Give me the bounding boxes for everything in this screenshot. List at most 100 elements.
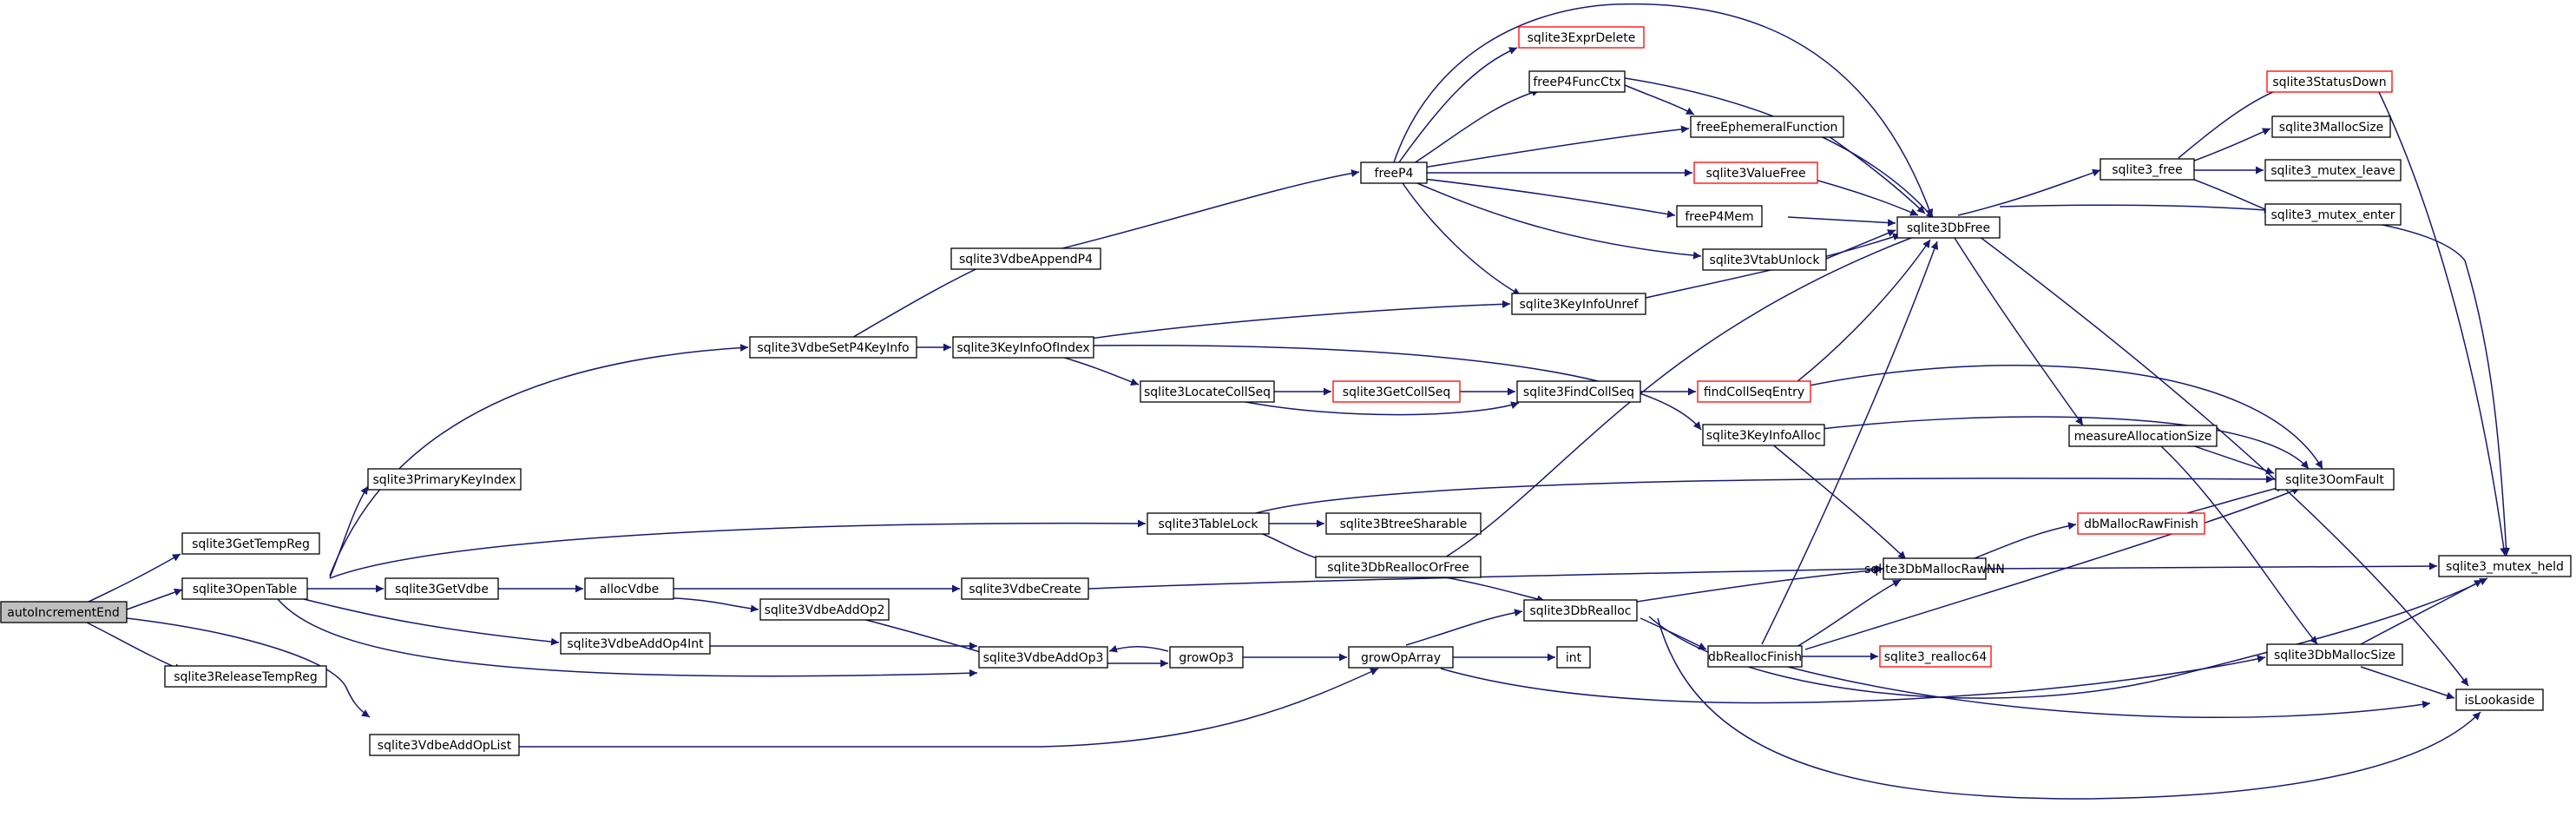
edge-findcollseqentry-oomfault: [1804, 364, 2323, 470]
svg-text:growOpArray: growOpArray: [1361, 651, 1441, 665]
svg-text:sqlite3DbReallocOrFree: sqlite3DbReallocOrFree: [1327, 561, 1469, 575]
edge-keyinfoalloc-dbmallocrawnn: [1770, 442, 1907, 560]
edge-autoincrementend-opentable: [126, 588, 183, 610]
node-sqlite3keyinfoalloc[interactable]: sqlite3KeyInfoAlloc: [1702, 424, 1825, 446]
edge-keyinfoofindex-locatecollseq: [1058, 355, 1140, 386]
svg-text:sqlite3DbMallocSize: sqlite3DbMallocSize: [2274, 649, 2395, 662]
edge-freep4mem-dbfree: [1787, 216, 1896, 227]
edge-keyinfoofindex-keyinfoalloc: [1089, 345, 1702, 431]
node-sqlite3vdbeaddop4int[interactable]: sqlite3VdbeAddOp4Int: [560, 632, 711, 655]
edge-dbfree-sqlite3free: [1957, 168, 2101, 216]
node-sqlite3btreesharable[interactable]: sqlite3BtreeSharable: [1325, 512, 1482, 535]
node-sqlite3tablelock[interactable]: sqlite3TableLock: [1147, 512, 1270, 535]
node-sqlite3dbmallocrawnn[interactable]: sqlite3DbMallocRawNN: [1864, 557, 2005, 580]
node-islookaside[interactable]: isLookaside: [2455, 689, 2544, 711]
node-sqlite3dbreallocorfree[interactable]: sqlite3DbReallocOrFree: [1315, 556, 1482, 578]
edge-freep4-keyinfounref: [1402, 182, 1521, 296]
node-sqlite3vtabunlock[interactable]: sqlite3VtabUnlock: [1702, 248, 1827, 271]
node-sqlite3vdbesetp4keyinfo[interactable]: sqlite3VdbeSetP4KeyInfo: [749, 336, 917, 359]
node-sqlite3locatecollseq[interactable]: sqlite3LocateCollSeq: [1140, 380, 1275, 403]
node-sqlite3statusdown[interactable]: sqlite3StatusDown: [2266, 70, 2393, 93]
node-autoincrementend[interactable]: autoIncrementEnd: [0, 601, 128, 623]
svg-text:isLookaside: isLookaside: [2465, 694, 2535, 708]
svg-text:sqlite3MallocSize: sqlite3MallocSize: [2279, 121, 2383, 135]
node-allocvdbe[interactable]: allocVdbe: [584, 577, 674, 600]
svg-text:sqlite3_mutex_held: sqlite3_mutex_held: [2446, 560, 2564, 574]
svg-text:sqlite3DbFree: sqlite3DbFree: [1907, 221, 1990, 235]
node-sqlite3keyinfoofindex[interactable]: sqlite3KeyInfoOfIndex: [952, 336, 1094, 359]
svg-text:freeP4FuncCtx: freeP4FuncCtx: [1533, 76, 1620, 89]
svg-text:sqlite3FindCollSeq: sqlite3FindCollSeq: [1523, 386, 1634, 399]
node-sqlite3getvdbe[interactable]: sqlite3GetVdbe: [384, 577, 499, 600]
edge-growoparray-dbmallocsize: [1440, 655, 2266, 704]
node-sqlite3exprdelete[interactable]: sqlite3ExprDelete: [1518, 26, 1645, 49]
node-sqlite3realloc64[interactable]: sqlite3_realloc64: [1879, 645, 1992, 668]
node-dbmallocrawfinish[interactable]: dbMallocRawFinish: [2077, 512, 2205, 535]
node-sqlite3dbfree[interactable]: sqlite3DbFree: [1896, 216, 2001, 239]
node-sqlite3oomfault[interactable]: sqlite3OomFault: [2275, 468, 2395, 491]
edge-measure-dbmallocsize: [2160, 445, 2318, 645]
edge-dbrealloc-dbreallocfinish: [1640, 617, 1707, 650]
node-int[interactable]: int: [1556, 646, 1591, 669]
edge-dbfree-measure: [1954, 237, 2084, 426]
node-sqlite3dbmallocsize[interactable]: sqlite3DbMallocSize: [2266, 643, 2403, 666]
edge-appendp4-freep4: [1058, 169, 1360, 250]
svg-text:sqlite3VtabUnlock: sqlite3VtabUnlock: [1710, 254, 1821, 267]
edge-dbfree-mutexheld: [1999, 204, 2510, 557]
node-sqlite3free[interactable]: sqlite3_free: [2100, 158, 2195, 181]
svg-text:sqlite3_mutex_enter: sqlite3_mutex_enter: [2271, 208, 2395, 222]
node-freep4[interactable]: freeP4: [1360, 161, 1428, 184]
node-growoparray[interactable]: growOpArray: [1348, 646, 1454, 669]
node-freeephemeralfunction[interactable]: freeEphemeralFunction: [1690, 115, 1844, 138]
edge-vtabunlock-dbfree: [1825, 229, 1896, 260]
node-dbreallocfinish[interactable]: dbReallocFinish: [1707, 645, 1803, 668]
svg-text:allocVdbe: allocVdbe: [600, 583, 660, 596]
edge-opentable-addop4int: [303, 598, 560, 646]
edge-freep4funcctx-dbfree: [1624, 77, 1935, 220]
svg-text:sqlite3KeyInfoAlloc: sqlite3KeyInfoAlloc: [1706, 429, 1821, 443]
node-sqlite3keyinfounref[interactable]: sqlite3KeyInfoUnref: [1511, 293, 1646, 315]
svg-text:measureAllocationSize: measureAllocationSize: [2074, 430, 2212, 444]
svg-text:sqlite3DbMallocRawNN: sqlite3DbMallocRawNN: [1864, 563, 2005, 577]
node-sqlite3mutexenter[interactable]: sqlite3_mutex_enter: [2264, 203, 2402, 226]
edge-dbmallocrawnn-dbmallocrawfinish: [1969, 522, 2077, 561]
edge-free-mallocsize: [2186, 128, 2271, 164]
edge-freep4-dbfree: [1393, 3, 1934, 218]
edge-addop2-addop3: [858, 617, 996, 658]
svg-text:freeP4Mem: freeP4Mem: [1685, 210, 1753, 224]
edge-allocvdbe-addop2: [659, 596, 759, 613]
edge-autoincrementend-addoplist: [126, 617, 371, 718]
svg-text:dbReallocFinish: dbReallocFinish: [1708, 650, 1802, 664]
node-sqlite3releasetempreg[interactable]: sqlite3ReleaseTempReg: [164, 665, 327, 688]
edge-dbreallocfinish-dbfree: [1761, 241, 1939, 645]
svg-text:sqlite3VdbeAddOpList: sqlite3VdbeAddOpList: [378, 739, 512, 753]
node-findcollseqentry[interactable]: findCollSeqEntry: [1697, 380, 1811, 403]
edge-freep4funcctx-freeephemeral: [1624, 84, 1695, 115]
node-measureallocationsize[interactable]: measureAllocationSize: [2068, 425, 2218, 447]
node-sqlite3gettempreg[interactable]: sqlite3GetTempReg: [181, 532, 320, 555]
edge-keyinfoofindex-keyinfounref: [1089, 300, 1511, 339]
node-sqlite3vdbeaddop3[interactable]: sqlite3VdbeAddOp3: [978, 646, 1108, 669]
node-sqlite3mutexleave[interactable]: sqlite3_mutex_leave: [2264, 159, 2402, 181]
node-freep4funcctx[interactable]: freeP4FuncCtx: [1528, 70, 1626, 93]
node-sqlite3vdbeappendp4[interactable]: sqlite3VdbeAppendP4: [950, 247, 1101, 270]
svg-text:sqlite3TableLock: sqlite3TableLock: [1158, 517, 1258, 531]
svg-text:dbMallocRawFinish: dbMallocRawFinish: [2084, 517, 2198, 531]
node-sqlite3getcollseq[interactable]: sqlite3GetCollSeq: [1332, 380, 1461, 403]
node-sqlite3vdbeaddop2[interactable]: sqlite3VdbeAddOp2: [759, 598, 890, 621]
node-freep4mem[interactable]: freeP4Mem: [1676, 205, 1763, 227]
node-growop3[interactable]: growOp3: [1169, 646, 1244, 669]
nodes: autoIncrementEnd sqlite3GetTempReg sqlit…: [0, 26, 2572, 756]
node-sqlite3opentable[interactable]: sqlite3OpenTable: [181, 577, 308, 600]
edge-freep4-freep4funcctx: [1410, 89, 1541, 166]
node-sqlite3valuefree[interactable]: sqlite3ValueFree: [1693, 161, 1818, 184]
node-sqlite3mutexheld[interactable]: sqlite3_mutex_held: [2438, 555, 2572, 577]
node-sqlite3mallocsize[interactable]: sqlite3MallocSize: [2271, 115, 2391, 138]
svg-text:sqlite3ExprDelete: sqlite3ExprDelete: [1528, 31, 1636, 45]
node-sqlite3vdbeaddoplist[interactable]: sqlite3VdbeAddOpList: [369, 734, 520, 756]
node-sqlite3dbrealloc[interactable]: sqlite3DbRealloc: [1523, 599, 1638, 622]
node-sqlite3primarykeyindex[interactable]: sqlite3PrimaryKeyIndex: [367, 468, 522, 491]
node-sqlite3findcollseq[interactable]: sqlite3FindCollSeq: [1516, 380, 1641, 403]
svg-text:sqlite3LocateCollSeq: sqlite3LocateCollSeq: [1144, 386, 1271, 399]
node-sqlite3vdbecreate[interactable]: sqlite3VdbeCreate: [961, 577, 1089, 600]
